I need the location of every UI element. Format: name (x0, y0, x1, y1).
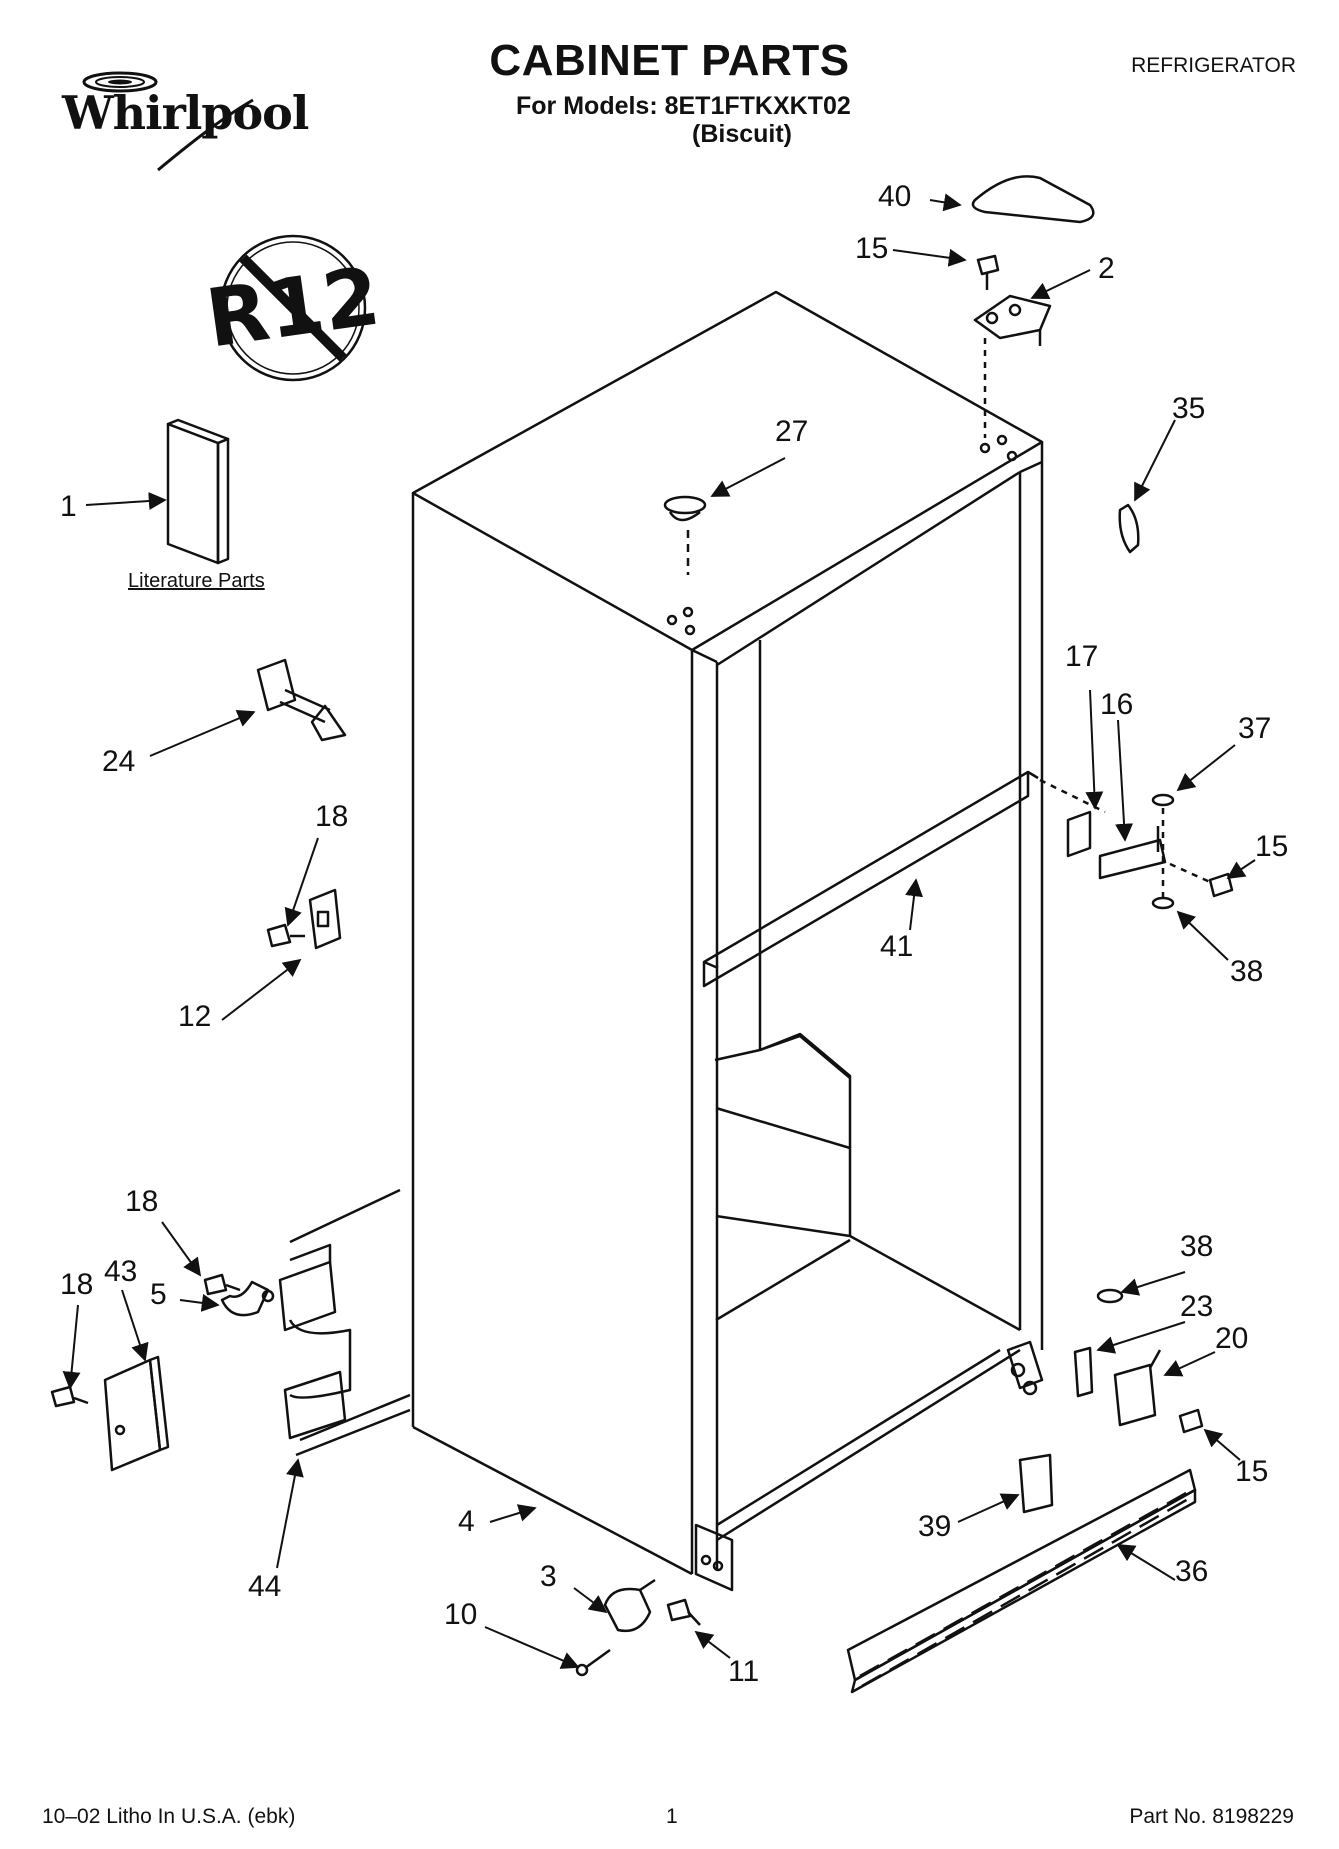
door-closure-bracket (308, 888, 342, 950)
callout-11: 11 (728, 1655, 760, 1688)
whirlpool-logo (82, 71, 254, 172)
grille-clip (1018, 1453, 1054, 1514)
mullion-bar (702, 770, 1039, 988)
hinge-screw (1178, 1408, 1204, 1434)
callout-18: 18 (125, 1185, 159, 1218)
callout-18: 18 (60, 1268, 94, 1301)
callout-36: 36 (1175, 1555, 1209, 1588)
roller-pin (575, 1648, 611, 1677)
washer (1151, 793, 1175, 807)
callout-15: 15 (1255, 830, 1289, 863)
leveling-screw (666, 1598, 701, 1626)
literature-parts-label: Literature Parts (128, 570, 265, 592)
page-title: CABINET PARTS (489, 36, 850, 85)
callout-44: 44 (248, 1570, 282, 1603)
callout-27: 27 (775, 415, 809, 448)
cover-plate (103, 1355, 170, 1472)
callout-16: 16 (1100, 688, 1134, 721)
callout-15: 15 (1235, 1455, 1269, 1488)
model-number: For Models: 8ET1FTKXKT02 (516, 92, 851, 120)
center-hinge (1039, 778, 1167, 898)
refrigerator-cabinet (411, 290, 1044, 1592)
part-number: Part No. 8198229 (1129, 1805, 1294, 1828)
door-stop-pin (256, 658, 347, 742)
callout-18: 18 (315, 800, 349, 833)
badge-text: R12 (201, 249, 385, 365)
callout-4: 4 (458, 1505, 475, 1538)
model-color: (Biscuit) (692, 120, 792, 148)
top-hinge (973, 294, 1052, 438)
footer-print-info: 10–02 Litho In U.S.A. (ebk) (42, 1805, 296, 1828)
callout-38: 38 (1230, 955, 1264, 988)
no-r12-badge (219, 234, 367, 382)
brand-name: Whirlpool (62, 86, 309, 140)
washer (1096, 1288, 1124, 1304)
callout-23: 23 (1180, 1290, 1214, 1323)
hinge-screw (1169, 862, 1234, 898)
product-category: REFRIGERATOR (1131, 54, 1296, 77)
leveling-leg (603, 1578, 656, 1633)
callout-24: 24 (102, 745, 136, 778)
callout-38: 38 (1180, 1230, 1214, 1263)
callout-43: 43 (104, 1255, 138, 1288)
callout-40: 40 (878, 180, 912, 213)
literature-parts-booklet (166, 418, 230, 565)
callout-10: 10 (444, 1598, 478, 1631)
callout-20: 20 (1215, 1322, 1249, 1355)
hinge-shim (1118, 503, 1140, 554)
plug-button (663, 495, 707, 575)
callout-15: 15 (855, 232, 889, 265)
leader-lines (62, 193, 1256, 1669)
callout-12: 12 (178, 1000, 212, 1033)
bracket-screw (266, 923, 305, 948)
callout-17: 17 (1065, 640, 1099, 673)
callout-41: 41 (880, 930, 914, 963)
callout-1: 1 (60, 490, 77, 523)
bottom-hinge (1006, 1340, 1162, 1427)
callout-5: 5 (150, 1278, 167, 1311)
callout-39: 39 (918, 1510, 952, 1543)
toe-grille (846, 1468, 1197, 1694)
brace-assembly (278, 1188, 411, 1457)
plate-screw (50, 1385, 89, 1408)
hinge-cover (971, 175, 1095, 224)
cord-clip (220, 1280, 275, 1317)
washer (1151, 896, 1175, 910)
clip-screw (203, 1273, 241, 1296)
callout-3: 3 (540, 1560, 557, 1593)
hinge-screw (976, 254, 1000, 290)
page-number: 1 (666, 1805, 678, 1828)
callout-35: 35 (1172, 392, 1206, 425)
callout-2: 2 (1098, 252, 1115, 285)
callout-37: 37 (1238, 712, 1272, 745)
